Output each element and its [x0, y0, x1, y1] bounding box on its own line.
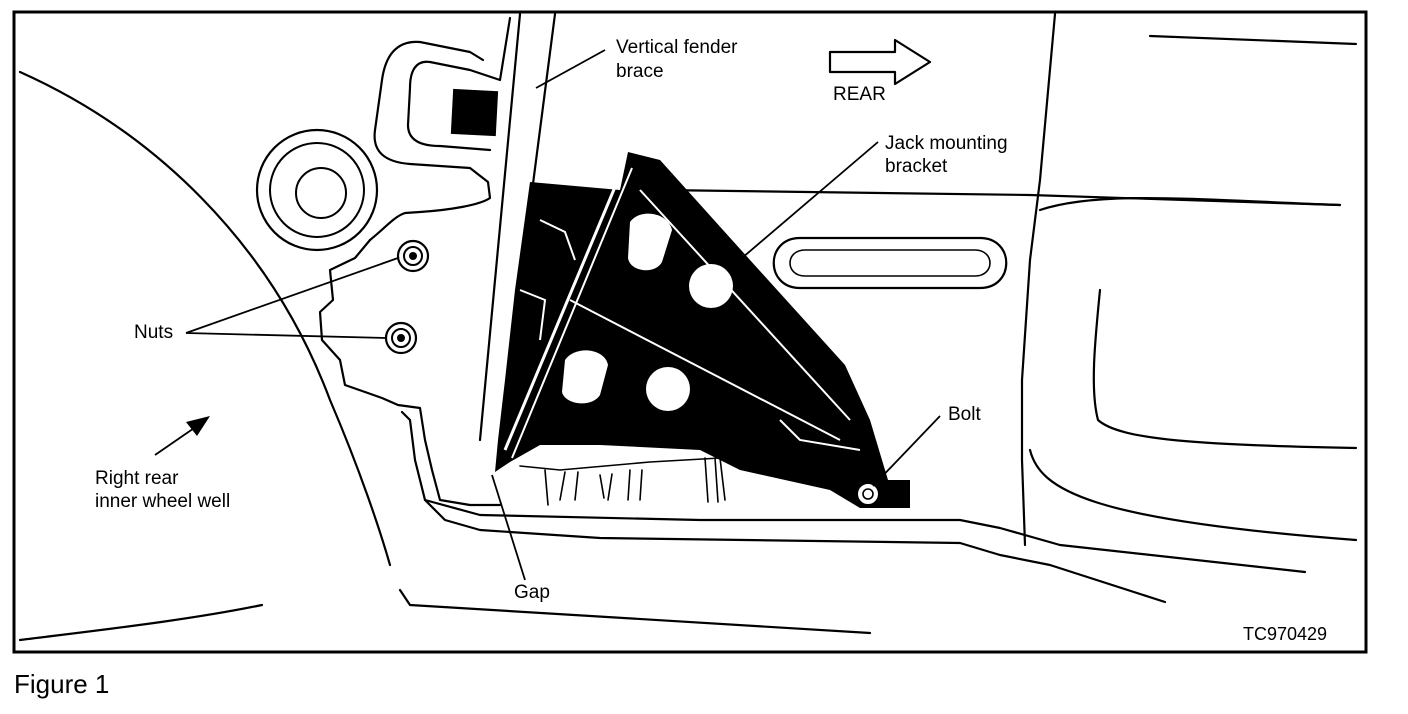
leader-nuts-upper — [185, 257, 399, 334]
leader-jack-bracket — [741, 141, 879, 259]
round-boss — [255, 128, 379, 252]
leader-fender-brace — [535, 49, 606, 89]
reference-code: TC970429 — [1243, 624, 1327, 644]
leader-nuts-lower — [185, 332, 387, 339]
leader-bolt — [872, 415, 941, 487]
rear-arrow-icon — [828, 38, 932, 86]
wheel-well-lower-curve — [18, 603, 264, 642]
leader-gap — [491, 474, 526, 581]
sill-line — [423, 498, 1307, 574]
nut-lower — [384, 321, 418, 355]
fender-brace-label-line2: brace — [616, 61, 664, 82]
panel-edge — [318, 238, 502, 507]
fender-brace-label-line1: Vertical fender — [616, 37, 738, 58]
rear-label: REAR — [833, 84, 886, 105]
jack-bracket-label-line1: Jack mounting — [885, 133, 1008, 154]
wheel-well-arrowhead — [186, 416, 210, 436]
lower-sill-line — [398, 588, 872, 635]
wheel-well-label-line2: inner wheel well — [95, 491, 230, 512]
wheel-well-label-line1: Right rear — [95, 468, 179, 489]
gap-label: Gap — [514, 582, 550, 603]
panel-edge-inner — [400, 410, 1167, 604]
square-pad — [450, 88, 499, 137]
slot-opening — [772, 236, 1008, 290]
figure-caption: Figure 1 — [14, 669, 109, 699]
bolt-head — [856, 482, 880, 506]
upper-bracket — [368, 16, 512, 242]
jack-mounting-bracket — [495, 152, 910, 508]
wheel-well-arc — [18, 70, 392, 567]
bolt-label: Bolt — [948, 404, 981, 425]
nuts-label: Nuts — [134, 322, 173, 343]
figure-frame — [12, 10, 1368, 654]
jack-bracket-label-line2: bracket — [885, 156, 948, 177]
gap-region — [519, 457, 726, 506]
body-panel-lines — [658, 12, 1358, 547]
nut-upper — [396, 239, 430, 273]
